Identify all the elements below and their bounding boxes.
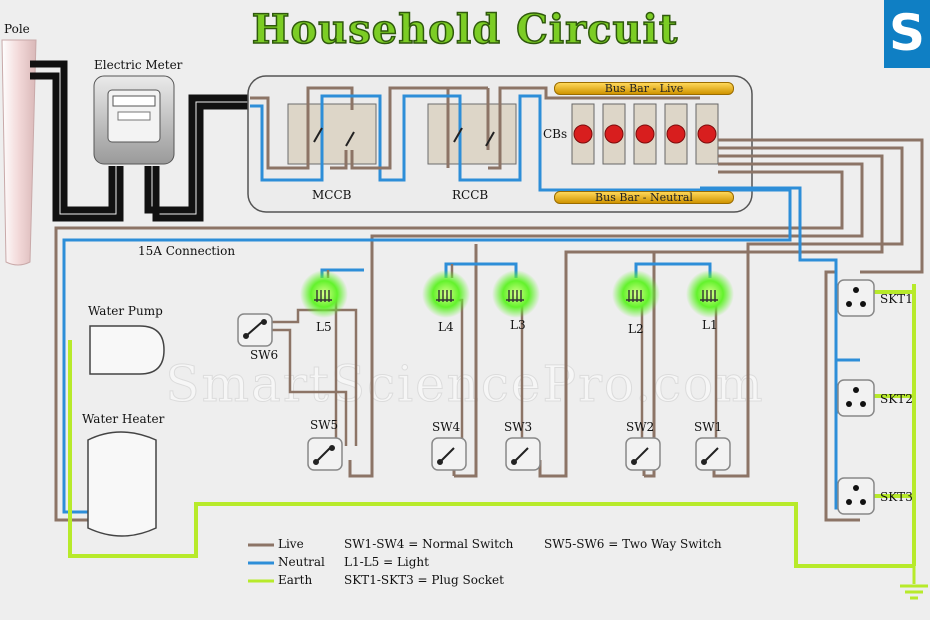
plug-sockets xyxy=(837,279,875,515)
pole xyxy=(1,39,37,266)
service-cables xyxy=(30,60,250,222)
pole-label: Pole xyxy=(4,22,30,36)
water-pump xyxy=(89,325,165,375)
legend-note-light: L1-L5 = Light xyxy=(344,555,429,569)
meter-label: Electric Meter xyxy=(94,58,183,72)
legend-note-switch: SW1-SW4 = Normal Switch xyxy=(344,537,514,551)
legend-note-two-way: SW5-SW6 = Two Way Switch xyxy=(544,537,722,551)
earth-wiring xyxy=(68,284,916,568)
live-wiring xyxy=(54,138,924,522)
light-label: L3 xyxy=(510,318,526,332)
logo-icon: S xyxy=(884,0,930,68)
page-title: Household Circuit xyxy=(251,5,679,54)
mccb-block xyxy=(287,103,377,165)
legend-live: Live xyxy=(278,537,304,551)
switch-label: SW6 xyxy=(250,348,279,362)
legend-note-socket: SKT1-SKT3 = Plug Socket xyxy=(344,573,504,587)
bus-bar-live: Bus Bar - Live xyxy=(554,82,734,95)
socket-label: SKT2 xyxy=(880,392,913,406)
legend-lines xyxy=(248,543,274,583)
light-label: L4 xyxy=(438,320,454,334)
connection-label: 15A Connection xyxy=(138,244,236,258)
switch-label: SW4 xyxy=(432,420,461,434)
light-bulbs xyxy=(300,270,734,318)
switch-label: SW2 xyxy=(626,420,655,434)
socket-label: SKT1 xyxy=(880,292,913,306)
rccb-label: RCCB xyxy=(452,188,489,202)
earth-icon xyxy=(900,566,928,600)
water-heater-label: Water Heater xyxy=(82,412,165,426)
watermark: SmartSciencePro.com xyxy=(165,355,765,414)
light-label: L2 xyxy=(628,322,644,336)
electric-meter xyxy=(93,75,175,165)
bus-bar-neutral: Bus Bar - Neutral xyxy=(554,191,734,204)
water-pump-label: Water Pump xyxy=(88,304,163,318)
socket-label: SKT3 xyxy=(880,490,913,504)
mccb-label: MCCB xyxy=(312,188,352,202)
switch-label: SW3 xyxy=(504,420,533,434)
switch-label: SW5 xyxy=(310,418,339,432)
light-label: L1 xyxy=(702,318,718,332)
rccb-block xyxy=(427,103,517,165)
water-heater xyxy=(87,431,157,537)
light-label: L5 xyxy=(316,320,332,334)
legend-earth: Earth xyxy=(278,573,313,587)
legend-neutral: Neutral xyxy=(278,555,325,569)
switch-label: SW1 xyxy=(694,420,723,434)
circuit-breakers xyxy=(571,103,719,165)
cbs-label: CBs xyxy=(543,127,568,141)
